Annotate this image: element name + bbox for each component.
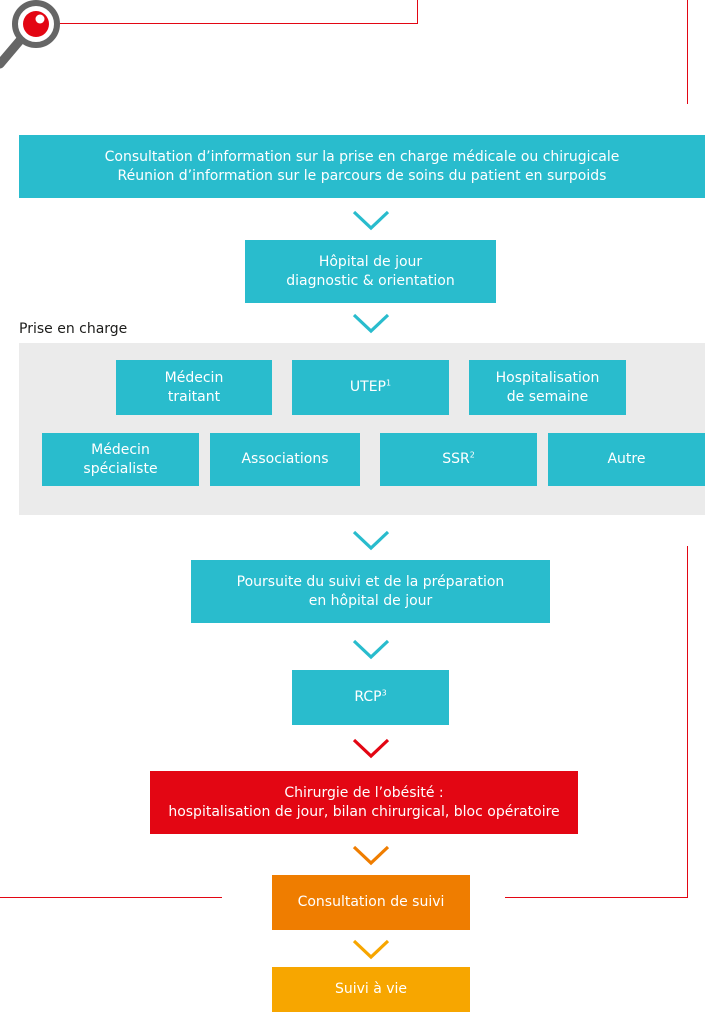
magnifier-icon [0,0,60,69]
step-suivi-a-vie: Suivi à vie [272,967,470,1012]
step-suivi-a-vie-label: Suivi à vie [334,981,408,997]
option-line2: spécialiste [83,460,158,477]
step-day-hospital-line1: Hôpital de jour [318,253,423,270]
option-ssr-text: SSR2 [442,450,475,469]
step-day-hospital-diagnostic: Hôpital de jour diagnostic & orientation [245,240,496,303]
step-poursuite-line2: en hôpital de jour [308,592,433,609]
top-frame-corner [417,0,418,24]
option-ssr: SSR2 [380,433,537,486]
chevron-down-icon [352,313,390,334]
step-consultation-suivi: Consultation de suivi [272,875,470,930]
step-day-hospital-line2: diagnostic & orientation [286,272,455,289]
chevron-down-icon [352,738,390,759]
step-information-consultation: Consultation d’information sur la prise … [19,135,705,198]
footnote-marker: 3 [381,688,387,698]
left-frame-bottom-connector [0,897,222,898]
chevron-down-icon [352,845,390,866]
step-poursuite-suivi: Poursuite du suivi et de la préparation … [191,560,550,623]
option-utep-label: UTEP [349,379,386,395]
option-utep-text: UTEP1 [350,378,391,397]
right-frame-line-top [687,0,688,104]
step-poursuite-line1: Poursuite du suivi et de la préparation [236,573,505,590]
option-associations-label: Associations [241,451,329,467]
footnote-marker: 1 [386,378,392,388]
step-rcp-text: RCP3 [354,688,386,707]
footnote-marker: 2 [469,450,475,460]
option-medecin-specialiste: Médecin spécialiste [42,433,199,486]
option-autre: Autre [548,433,705,486]
right-frame-line-bottom [687,546,688,898]
step-information-line2: Réunion d’information sur le parcours de… [117,167,607,184]
chevron-down-icon [352,939,390,960]
step-consultation-suivi-label: Consultation de suivi [297,894,445,910]
step-rcp-label: RCP [354,689,382,705]
section-label-prise-en-charge: Prise en charge [19,321,128,337]
option-hospitalisation-semaine: Hospitalisation de semaine [469,360,626,415]
top-frame-line [60,23,418,24]
option-line1: Médecin [91,441,150,458]
option-associations: Associations [210,433,360,486]
step-chirurgie-line1: Chirurgie de l’obésité : [284,784,444,801]
step-chirurgie-line2: hospitalisation de jour, bilan chirurgic… [168,803,560,820]
option-autre-label: Autre [607,451,646,467]
step-chirurgie-obesite: Chirurgie de l’obésité : hospitalisation… [150,771,578,834]
step-rcp: RCP3 [292,670,449,725]
option-line1: Hospitalisation [495,369,600,386]
option-medecin-traitant: Médecin traitant [116,360,272,415]
chevron-down-icon [352,639,390,660]
option-utep: UTEP1 [292,360,449,415]
option-line1: Médecin [164,369,224,386]
option-line2: de semaine [506,388,589,405]
option-ssr-label: SSR [442,451,470,467]
chevron-down-icon [352,210,390,231]
step-information-line1: Consultation d’information sur la prise … [104,148,620,165]
option-line2: traitant [167,388,221,405]
chevron-down-icon [352,530,390,551]
right-frame-bottom-connector [505,897,688,898]
